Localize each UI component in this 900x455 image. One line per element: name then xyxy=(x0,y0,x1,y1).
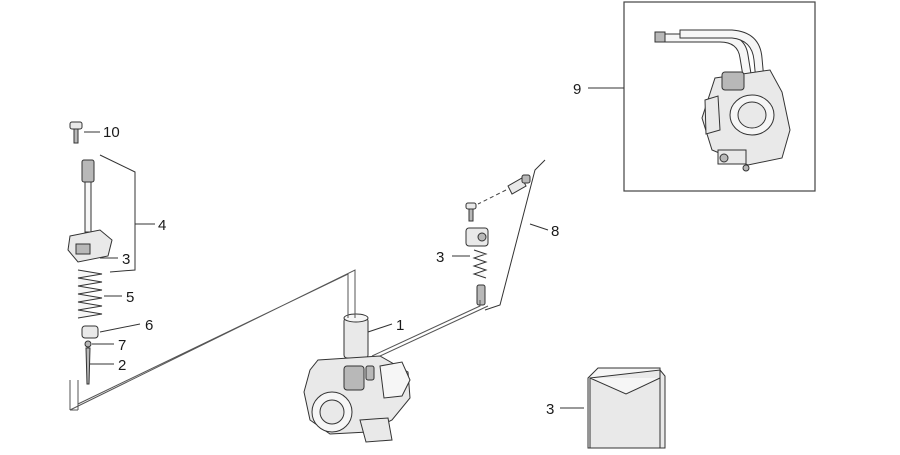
callout-6: 6 xyxy=(145,317,153,334)
connector-outlines xyxy=(69,269,489,411)
leader-lines xyxy=(84,87,624,409)
callout-1: 1 xyxy=(396,317,404,334)
carburetor-body xyxy=(303,313,411,443)
inset-assembled-carburetor xyxy=(623,1,816,192)
throttle-valve-assembly xyxy=(67,121,136,385)
bag xyxy=(587,367,666,449)
callout-7: 7 xyxy=(118,337,126,354)
callout-4: 4 xyxy=(158,217,166,234)
callout-labels: 10 4 3 5 6 7 2 1 3 8 9 3 xyxy=(103,81,581,418)
callout-3-bag: 3 xyxy=(546,401,554,418)
callout-10: 10 xyxy=(103,124,120,141)
callout-3-middle: 3 xyxy=(436,249,444,266)
idle-screw-assembly xyxy=(465,159,546,311)
callout-5: 5 xyxy=(126,289,134,306)
callout-2: 2 xyxy=(118,357,126,374)
callout-9: 9 xyxy=(573,81,581,98)
callout-3-left: 3 xyxy=(122,251,130,268)
callout-8: 8 xyxy=(551,223,559,240)
spring xyxy=(77,269,103,319)
